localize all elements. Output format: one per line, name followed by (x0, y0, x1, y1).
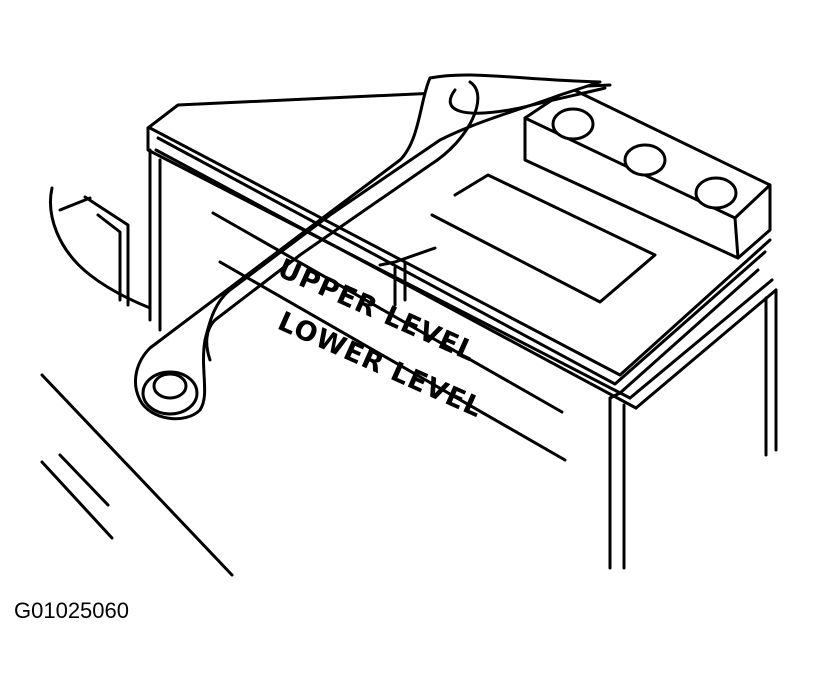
tray-lines (40, 373, 234, 577)
vent-plug-icon (623, 143, 667, 177)
cable-strap (134, 73, 607, 421)
vent-plug-icon (551, 107, 595, 141)
vent-plug-icon (694, 176, 738, 210)
vent-cap-block (523, 86, 772, 260)
hold-down-bracket (49, 186, 152, 310)
top-label-plate (430, 173, 657, 304)
level-lines (211, 211, 567, 462)
figure-id: G01025060 (14, 598, 129, 623)
